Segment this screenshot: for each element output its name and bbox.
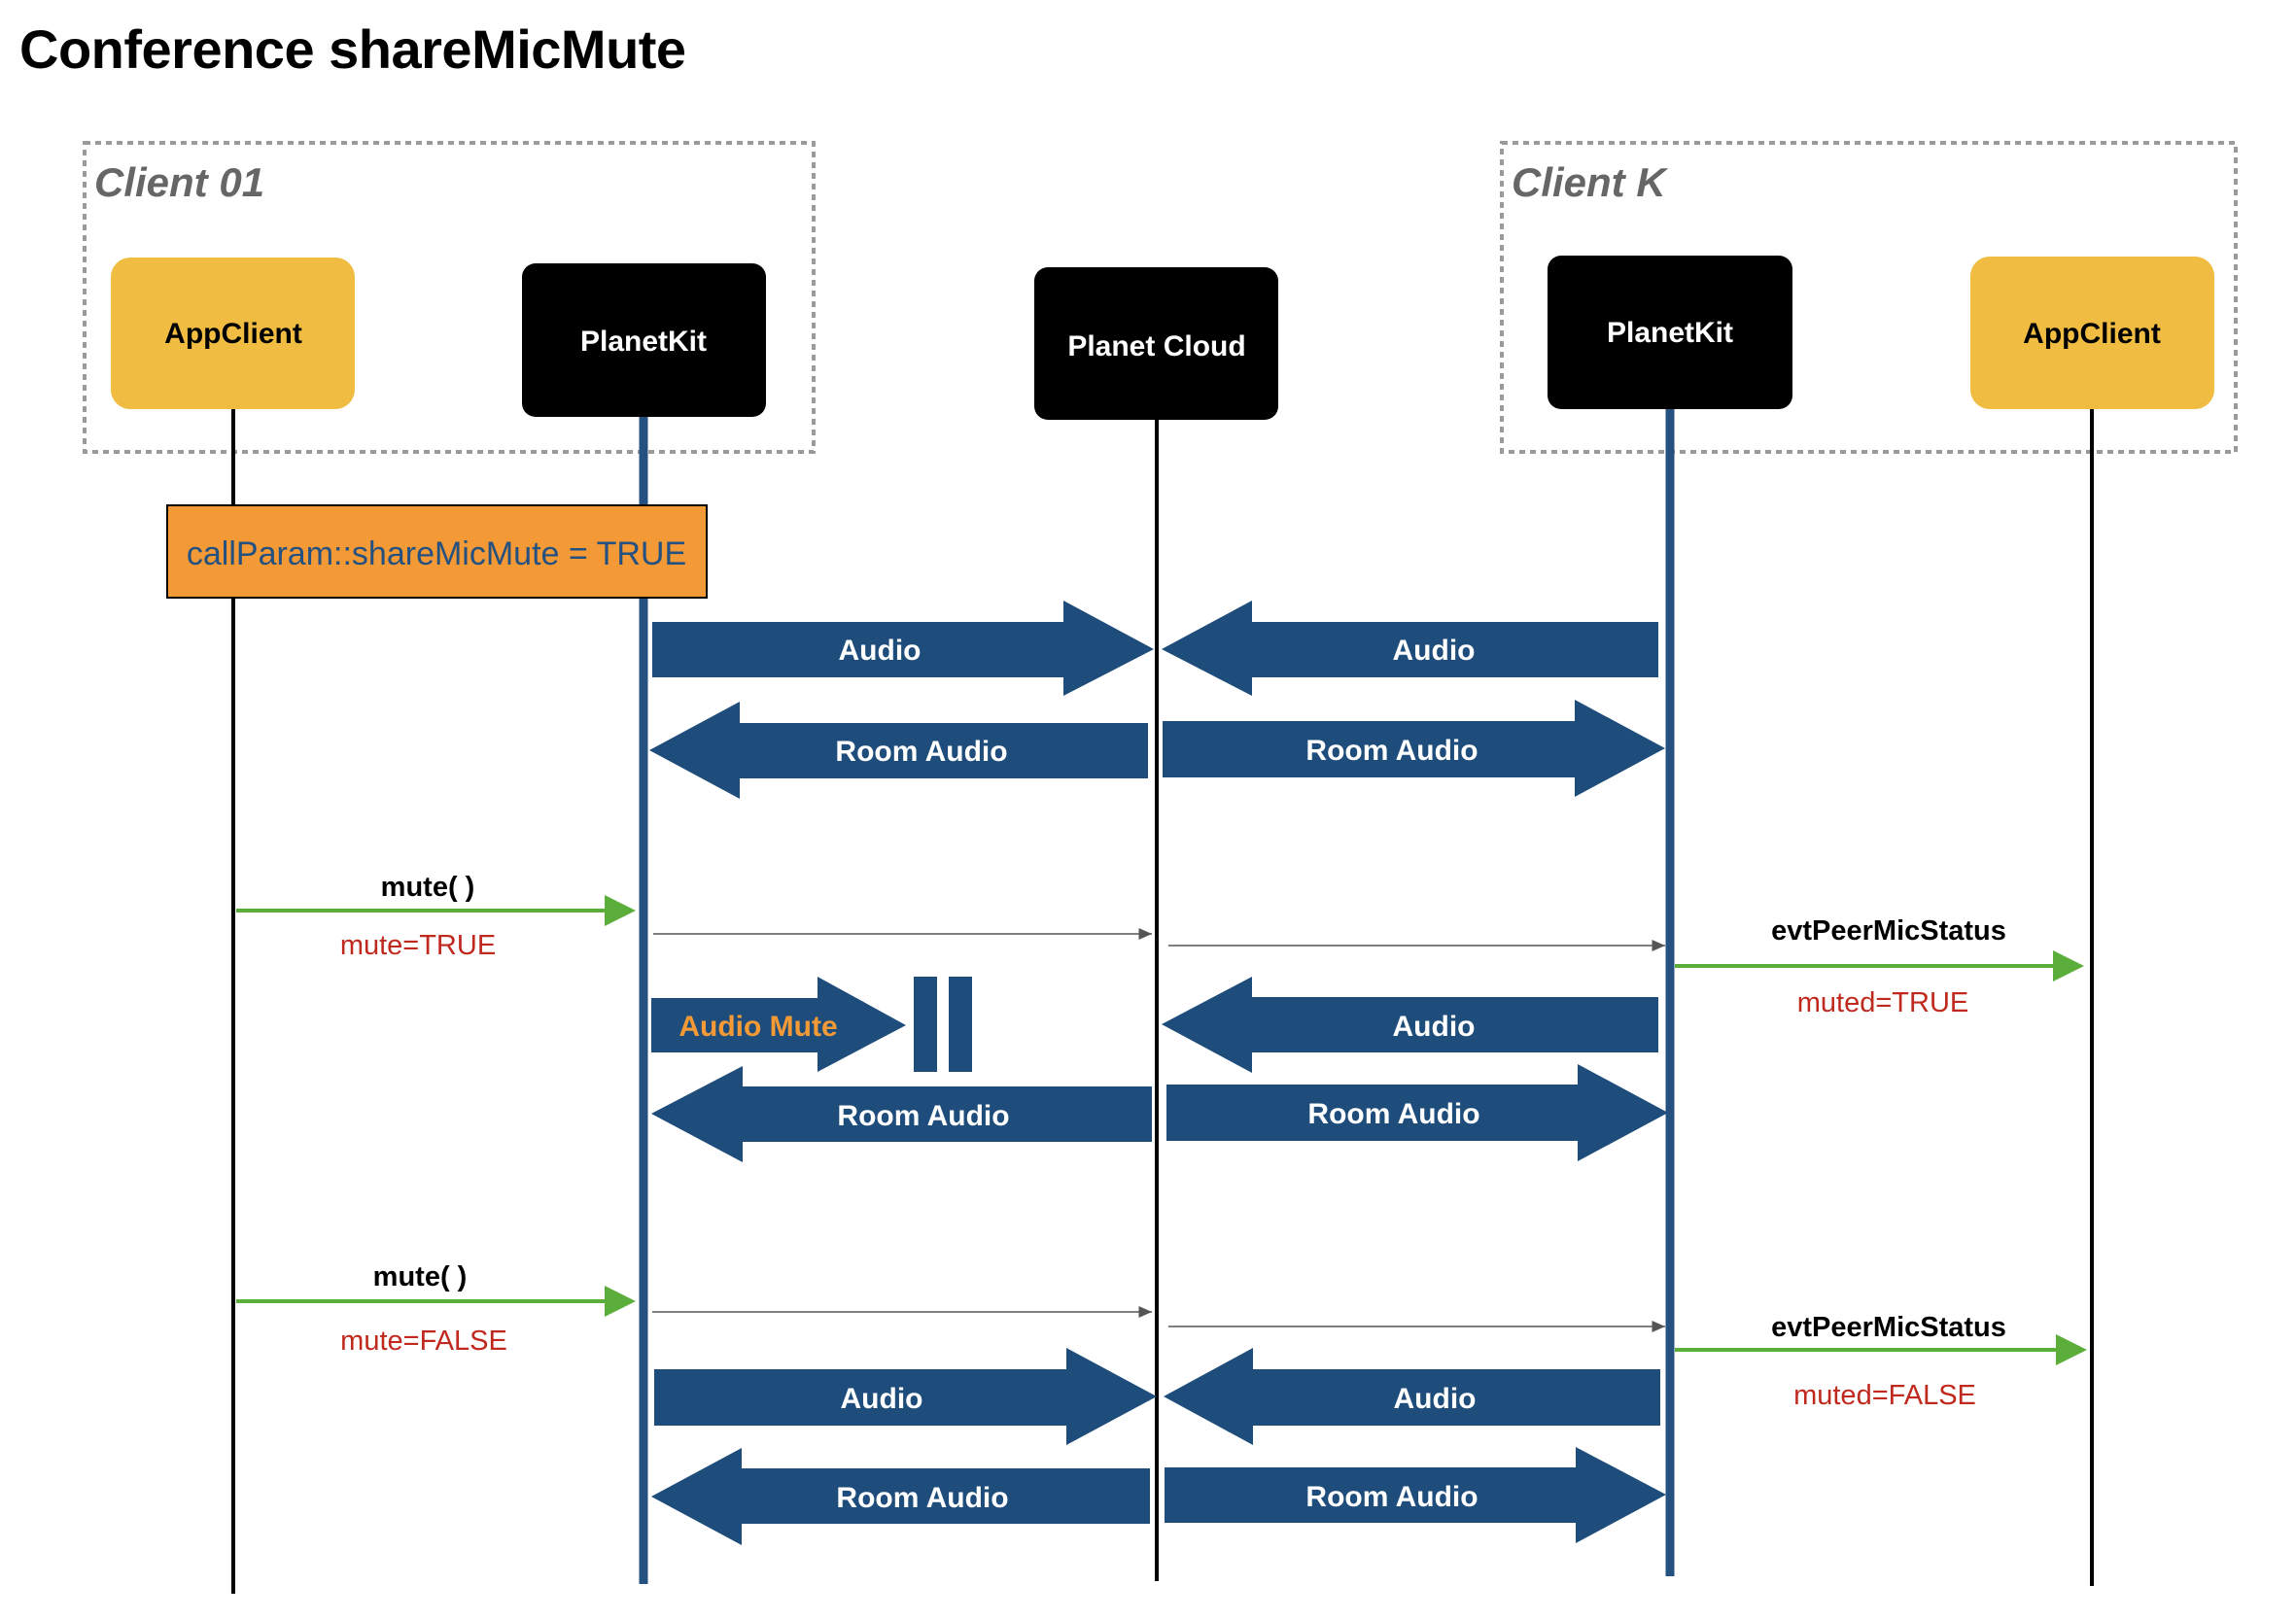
event-param-value: muted=FALSE bbox=[1793, 1380, 1976, 1411]
call-method-label: mute( ) bbox=[373, 1261, 468, 1292]
event-param-value: muted=TRUE bbox=[1797, 987, 1968, 1018]
call-param-label: callParam::shareMicMute = TRUE bbox=[187, 535, 686, 572]
page-title: Conference shareMicMute bbox=[19, 18, 686, 80]
call-mute-false: mute( ) mute=FALSE bbox=[236, 1261, 636, 1357]
group-label-client-k: Client K bbox=[1512, 159, 1668, 205]
participant-label: AppClient bbox=[164, 318, 302, 350]
event-peer-mic-status-true: evtPeerMicStatus muted=TRUE bbox=[1675, 915, 2084, 1018]
flow-room-audio-arrow: Room Audio bbox=[1165, 1447, 1666, 1543]
participant-appclient-1: AppClient bbox=[111, 258, 355, 409]
flow-room-audio-arrow: Room Audio bbox=[1166, 1064, 1668, 1161]
participant-appclient-k: AppClient bbox=[1970, 257, 2214, 409]
event-name-label: evtPeerMicStatus bbox=[1771, 915, 2006, 947]
flow-audio-arrow: Audio bbox=[652, 601, 1154, 696]
flow-audio-arrow: Audio bbox=[654, 1348, 1157, 1445]
flow-room-audio-arrow: Room Audio bbox=[651, 1448, 1150, 1545]
group-client-k: Client K bbox=[1500, 141, 2238, 454]
flow-label: Room Audio bbox=[1305, 1481, 1478, 1513]
flow-label: Room Audio bbox=[836, 1482, 1008, 1514]
flow-label: Audio bbox=[1393, 1011, 1476, 1043]
participant-planet-cloud: Planet Cloud bbox=[1034, 267, 1278, 420]
participant-label: PlanetKit bbox=[1607, 317, 1733, 349]
participant-label: AppClient bbox=[2023, 318, 2161, 350]
call-param-box: callParam::shareMicMute = TRUE bbox=[166, 504, 708, 599]
participant-planetkit-1: PlanetKit bbox=[522, 263, 766, 417]
flow-label: Audio bbox=[839, 635, 922, 667]
group-label-client-01: Client 01 bbox=[94, 159, 264, 205]
flow-label: Room Audio bbox=[1305, 735, 1478, 767]
flow-audio-mute-arrow: Audio Mute bbox=[651, 977, 906, 1072]
participant-label: PlanetKit bbox=[580, 326, 707, 358]
call-param-value: mute=FALSE bbox=[340, 1326, 507, 1357]
participant-label: Planet Cloud bbox=[1067, 330, 1245, 362]
event-name-label: evtPeerMicStatus bbox=[1771, 1312, 2006, 1343]
flow-audio-arrow: Audio bbox=[1162, 601, 1658, 696]
flow-label: Audio Mute bbox=[678, 1011, 837, 1043]
group-client-01: Client 01 bbox=[83, 141, 816, 454]
call-mute-true: mute( ) mute=TRUE bbox=[236, 872, 636, 961]
call-method-label: mute( ) bbox=[381, 872, 475, 903]
flow-room-audio-arrow: Room Audio bbox=[649, 702, 1148, 799]
event-peer-mic-status-false: evtPeerMicStatus muted=FALSE bbox=[1675, 1312, 2087, 1411]
flow-label: Room Audio bbox=[837, 1100, 1009, 1132]
flow-audio-arrow: Audio bbox=[1164, 1348, 1660, 1445]
flow-label: Audio bbox=[841, 1383, 923, 1415]
flow-label: Room Audio bbox=[835, 736, 1007, 768]
flow-room-audio-arrow: Room Audio bbox=[651, 1066, 1152, 1162]
call-param-value: mute=TRUE bbox=[340, 930, 496, 961]
flow-room-audio-arrow: Room Audio bbox=[1163, 700, 1665, 797]
flow-audio-arrow: Audio bbox=[1162, 977, 1658, 1073]
flow-label: Room Audio bbox=[1307, 1098, 1479, 1130]
pause-icon bbox=[914, 977, 972, 1072]
flow-label: Audio bbox=[1394, 1383, 1477, 1415]
participant-planetkit-k: PlanetKit bbox=[1548, 256, 1792, 409]
flow-label: Audio bbox=[1393, 635, 1476, 667]
